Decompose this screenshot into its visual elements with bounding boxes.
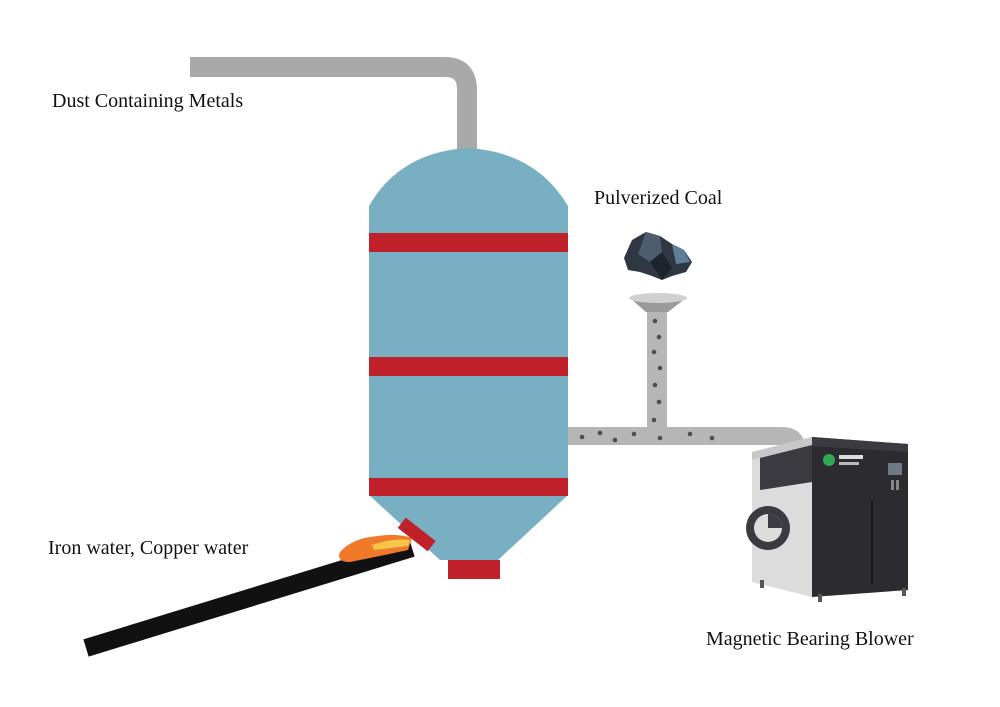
- molten-metal-highlight: [372, 539, 410, 550]
- tap-hole-block: [397, 517, 436, 552]
- tapping-chute: [83, 517, 436, 657]
- label-pulverized-coal: Pulverized Coal: [594, 187, 723, 209]
- furnace-band-bottom: [369, 478, 568, 496]
- coal-particles: [579, 318, 715, 443]
- coal-feed: [629, 293, 687, 432]
- blower-pipe: [568, 427, 805, 449]
- furnace: [369, 148, 568, 579]
- furnace-body: [369, 148, 568, 560]
- label-iron-copper-water: Iron water, Copper water: [48, 537, 249, 559]
- furnace-band-middle: [369, 357, 568, 376]
- coal-lump-icon: [624, 232, 692, 280]
- blower-control-screen: [888, 463, 902, 475]
- dust-exhaust-pipe: [190, 57, 477, 152]
- chute-channel: [83, 539, 415, 657]
- coal-vertical-pipe: [647, 308, 667, 432]
- leaf-logo-icon: [823, 454, 835, 466]
- label-magnetic-bearing-blower: Magnetic Bearing Blower: [706, 628, 914, 650]
- label-dust-containing-metals: Dust Containing Metals: [52, 90, 244, 112]
- furnace-bottom-outlet: [448, 560, 500, 579]
- magnetic-bearing-blower: [746, 437, 908, 602]
- coal-funnel-rim: [629, 293, 687, 303]
- furnace-band-top: [369, 233, 568, 252]
- blower-cabinet: [812, 437, 908, 597]
